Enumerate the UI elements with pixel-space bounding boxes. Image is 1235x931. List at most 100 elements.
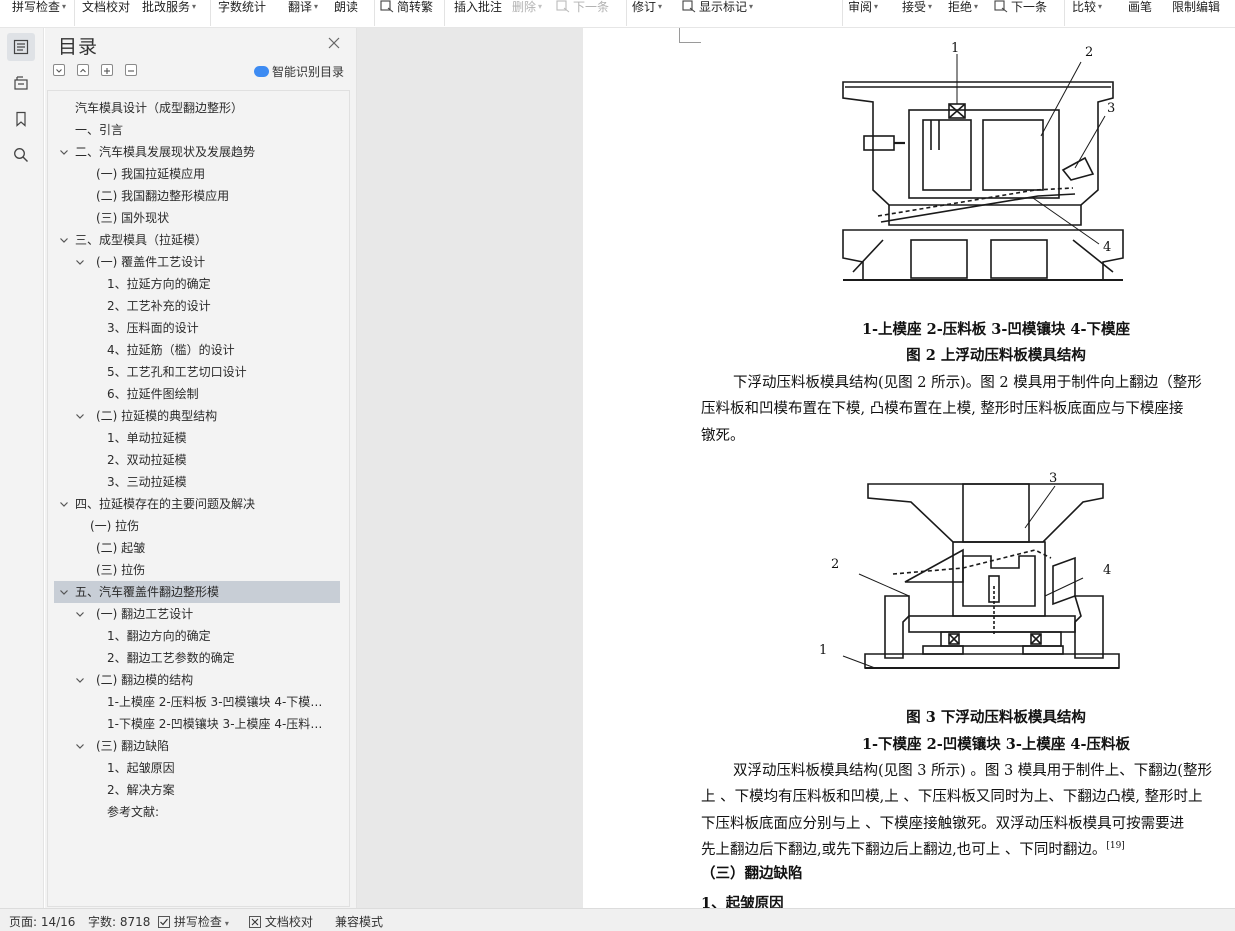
toolbar-revise-button[interactable]: 批改服务▾	[142, 0, 196, 16]
toc-item-label: 二、汽车模具发展现状及发展趋势	[75, 145, 256, 159]
chevron-down-icon	[56, 69, 62, 73]
toc-item[interactable]: 1、起皱原因	[48, 757, 348, 779]
toc-item[interactable]: (一) 覆盖件工艺设计	[48, 251, 348, 273]
search-button[interactable]	[7, 141, 35, 169]
toolbar-insert-comment-button[interactable]: 插入批注	[454, 0, 502, 16]
toc-item[interactable]: (三) 翻边缺陷	[48, 735, 348, 757]
toc-toggle-button[interactable]	[7, 33, 35, 61]
toc-item[interactable]: (二) 拉延模的典型结构	[48, 405, 348, 427]
chevron-down-icon[interactable]	[58, 581, 70, 603]
document-canvas[interactable]: 1 2 3 4 1-上模座 2-压料板 3-凹模镶块 4-下模座 图 2 上浮动…	[357, 28, 1235, 908]
status-bar: 页面: 14/16 字数: 8718 拼写检查▾ 文档校对 兼容模式	[0, 908, 1235, 931]
toc-item-label: 3、三动拉延模	[107, 475, 187, 489]
toc-item[interactable]: 1、翻边方向的确定	[48, 625, 348, 647]
dropdown-caret-icon: ▾	[658, 2, 663, 11]
word-count-indicator[interactable]: 字数: 8718	[88, 915, 151, 929]
toc-item[interactable]: 1、拉延方向的确定	[48, 273, 348, 295]
crop-mark	[679, 28, 680, 42]
doc-check-status[interactable]: 文档校对	[249, 913, 313, 930]
toolbar-translate-button[interactable]: 翻译▾	[288, 0, 318, 16]
figure-3-caption-title: 图 3 下浮动压料板模具结构	[906, 709, 1086, 726]
toc-item[interactable]: (二) 我国翻边整形模应用	[48, 185, 348, 207]
toc-item[interactable]: 汽车模具设计（成型翻边整形）	[48, 97, 348, 119]
toolbar-spell-button[interactable]: 拼写检查▾	[12, 0, 66, 16]
toc-item[interactable]: 三、成型模具（拉延模）	[48, 229, 348, 251]
toc-item[interactable]: (一) 拉伤	[48, 515, 348, 537]
toolbar-next-comment-button[interactable]: 下一条	[556, 0, 609, 16]
expand-down-button[interactable]	[53, 64, 65, 76]
toolbar-next-change-button[interactable]: 下一条	[994, 0, 1047, 16]
toc-item[interactable]: 一、引言	[48, 119, 348, 141]
toc-item[interactable]: 参考文献:	[48, 801, 348, 823]
toc-item[interactable]: 1-上模座 2-压料板 3-凹模镶块 4-下模座 图2 上浮动压料板模具结构	[48, 691, 348, 713]
toolbar-revisions-label: 修订	[632, 0, 657, 14]
toc-item[interactable]: (二) 翻边模的结构	[48, 669, 348, 691]
chevron-down-icon[interactable]	[74, 669, 86, 691]
toc-item-label: 2、解决方案	[107, 783, 175, 797]
toc-item[interactable]: (二) 起皱	[48, 537, 348, 559]
remove-heading-button[interactable]	[125, 64, 137, 76]
citation-reference[interactable]: [19]	[1106, 841, 1125, 851]
spell-check-status[interactable]: 拼写检查▾	[158, 913, 229, 930]
chevron-down-icon[interactable]	[74, 735, 86, 757]
close-icon[interactable]	[327, 36, 341, 50]
chevron-down-icon[interactable]	[58, 493, 70, 515]
chevron-down-icon[interactable]	[58, 141, 70, 163]
toolbar-review-button[interactable]: 审阅▾	[848, 0, 878, 16]
toolbar-reject-button[interactable]: 拒绝▾	[948, 0, 978, 16]
toc-item[interactable]: 2、解决方案	[48, 779, 348, 801]
toc-item-label: (一) 我国拉延模应用	[96, 167, 206, 181]
toc-item[interactable]: 1-下模座 2-凹模镶块 3-上模座 4-压料板 图3 下浮动压料板模具结构	[48, 713, 348, 735]
chevron-up-icon	[80, 68, 86, 73]
paragraph-line: 压料板和凹模布置在下模, 凸模布置在上模, 整形时压料板底面应与下模座接	[701, 401, 1184, 417]
toc-item[interactable]: 二、汽车模具发展现状及发展趋势	[48, 141, 348, 163]
ai-assistant-icon	[254, 66, 269, 77]
toc-item[interactable]: 2、双动拉延模	[48, 449, 348, 471]
toc-item[interactable]: 2、工艺补充的设计	[48, 295, 348, 317]
document-page[interactable]: 1 2 3 4 1-上模座 2-压料板 3-凹模镶块 4-下模座 图 2 上浮动…	[583, 28, 1235, 908]
toc-item-label: 4、拉延筋（槛）的设计	[107, 343, 235, 357]
toc-item[interactable]: 6、拉延件图绘制	[48, 383, 348, 405]
toc-item[interactable]: 3、压料面的设计	[48, 317, 348, 339]
toolbar-compare-button[interactable]: 比较▾	[1072, 0, 1102, 16]
toolbar-delete-button[interactable]: 删除▾	[512, 0, 542, 16]
toolbar-doc-check-button[interactable]: 文档校对	[82, 0, 130, 16]
toc-item[interactable]: 1、单动拉延模	[48, 427, 348, 449]
chevron-down-icon[interactable]	[74, 603, 86, 625]
toc-item[interactable]: 2、翻边工艺参数的确定	[48, 647, 348, 669]
toc-item[interactable]: 五、汽车覆盖件翻边整形模	[54, 581, 340, 603]
chevron-down-icon[interactable]	[74, 251, 86, 273]
toolbar-revise-label: 批改服务	[142, 0, 191, 14]
toc-item[interactable]: 四、拉延模存在的主要问题及解决	[48, 493, 348, 515]
toc-item[interactable]: 5、工艺孔和工艺切口设计	[48, 361, 348, 383]
chapter-nav-button[interactable]	[7, 69, 35, 97]
toolbar-word-count-button[interactable]: 字数统计	[218, 0, 266, 16]
chapter-icon	[14, 76, 28, 90]
paragraph-text: 先上翻边后下翻边,或先下翻边后上翻边,也可上 、下同时翻边。	[701, 842, 1107, 858]
toc-item[interactable]: (三) 拉伤	[48, 559, 348, 581]
toolbar-restrict-button[interactable]: 限制编辑	[1172, 0, 1220, 16]
chevron-down-icon[interactable]	[58, 229, 70, 251]
toc-item[interactable]: (一) 翻边工艺设计	[48, 603, 348, 625]
toolbar-read-aloud-button[interactable]: 朗读	[334, 0, 358, 16]
bookmark-button[interactable]	[7, 105, 35, 133]
toc-item[interactable]: (一) 我国拉延模应用	[48, 163, 348, 185]
figure-2-caption-title: 图 2 上浮动压料板模具结构	[906, 347, 1086, 364]
toc-item[interactable]: (三) 国外现状	[48, 207, 348, 229]
toolbar-show-markup-button[interactable]: 显示标记▾	[682, 0, 753, 16]
toolbar-separator	[842, 0, 843, 26]
page-indicator[interactable]: 页面: 14/16	[9, 915, 76, 929]
toolbar-spell-label: 拼写检查	[12, 0, 61, 14]
toolbar-revisions-button[interactable]: 修订▾	[632, 0, 662, 16]
add-heading-button[interactable]	[101, 64, 113, 76]
toolbar-next-change-label: 下一条	[1011, 0, 1048, 14]
toolbar-accept-button[interactable]: 接受▾	[902, 0, 932, 16]
toc-item[interactable]: 3、三动拉延模	[48, 471, 348, 493]
smart-toc-button[interactable]: 智能识别目录	[254, 63, 344, 80]
toc-item[interactable]: 4、拉延筋（槛）的设计	[48, 339, 348, 361]
toc-item-label: 1、起皱原因	[107, 761, 175, 775]
toolbar-pen-button[interactable]: 画笔	[1128, 0, 1152, 16]
collapse-up-button[interactable]	[77, 64, 89, 76]
toolbar-simp-trad-button[interactable]: 简转繁	[380, 0, 433, 16]
chevron-down-icon[interactable]	[74, 405, 86, 427]
